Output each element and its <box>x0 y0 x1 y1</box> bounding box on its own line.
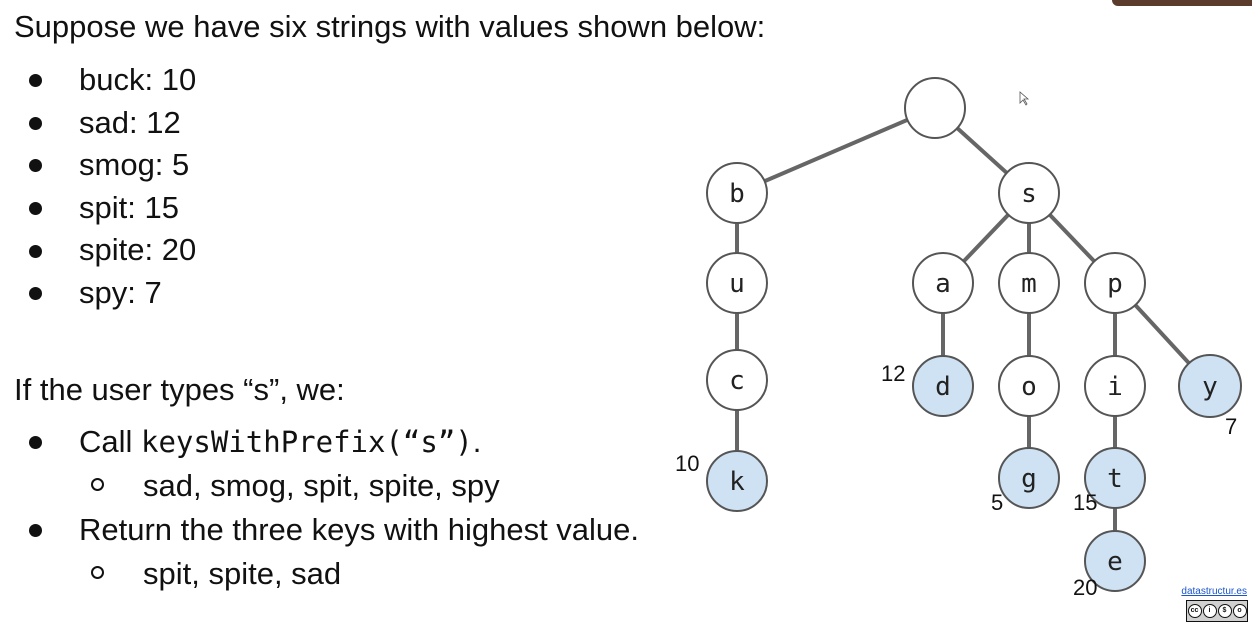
list-item: smog: 5 <box>0 144 196 187</box>
trie-node-u <box>706 252 768 314</box>
string-value-list: buck: 10 sad: 12 smog: 5 spit: 15 spite:… <box>0 59 196 315</box>
trie-node-char-s: s <box>1021 179 1037 209</box>
trie-node-k <box>706 450 768 512</box>
step-call-prefix: Call keysWithPrefix(“s”). <box>0 420 639 464</box>
trie-node-char-y: y <box>1202 372 1218 402</box>
return-result: spit, spite, sad <box>0 552 639 596</box>
trie-value-d: 12 <box>881 361 905 386</box>
trie-node-char-t: t <box>1107 464 1123 494</box>
webcam-thumbnail <box>1112 0 1252 6</box>
call-text: Call <box>79 424 142 459</box>
trie-node-s <box>998 162 1060 224</box>
call-suffix: . <box>472 424 482 459</box>
nc-icon: $ <box>1217 604 1232 618</box>
cc-icon: cc <box>1187 604 1202 618</box>
trie-node-char-p: p <box>1107 269 1123 299</box>
list-item: spit: 15 <box>0 187 196 230</box>
trie-node-d <box>912 355 974 417</box>
trie-node-char-g: g <box>1021 464 1037 494</box>
autocomplete-intro: If the user types “s”, we: <box>14 372 345 407</box>
call-result: sad, smog, spit, spite, spy <box>0 464 639 508</box>
mouse-cursor-icon <box>1019 91 1030 106</box>
trie-node-char-m: m <box>1021 269 1037 299</box>
trie-node-e <box>1084 530 1146 592</box>
trie-node-char-i: i <box>1107 372 1123 402</box>
trie-node-a <box>912 252 974 314</box>
trie-value-y: 7 <box>1225 414 1237 439</box>
trie-node-root <box>904 77 966 139</box>
step-return: Return the three keys with highest value… <box>0 508 639 552</box>
trie-node-m <box>998 252 1060 314</box>
trie-node-i <box>1084 355 1146 417</box>
call-code: keysWithPrefix(“s”) <box>141 425 473 459</box>
list-item: sad: 12 <box>0 102 196 145</box>
trie-node-p <box>1084 252 1146 314</box>
by-icon: i <box>1202 604 1217 618</box>
trie-edge-root-b <box>736 106 936 195</box>
trie-value-t: 15 <box>1073 490 1097 515</box>
cc-license-badge: cc i $ o <box>1186 600 1248 622</box>
autocomplete-steps: Call keysWithPrefix(“s”). sad, smog, spi… <box>0 420 639 596</box>
site-credit-link[interactable]: datastructur.es <box>1181 586 1247 597</box>
slide-heading: Suppose we have six strings with values … <box>14 9 766 44</box>
trie-value-k: 10 <box>675 451 699 476</box>
trie-node-g <box>998 447 1060 509</box>
trie-node-char-c: c <box>729 366 745 396</box>
trie-node-char-o: o <box>1021 372 1037 402</box>
trie-node-c <box>706 349 768 411</box>
trie-node-char-d: d <box>935 372 951 402</box>
trie-value-e: 20 <box>1073 575 1097 600</box>
sa-icon: o <box>1232 604 1247 618</box>
list-item: spite: 20 <box>0 229 196 272</box>
trie-node-char-a: a <box>935 269 951 299</box>
trie-node-o <box>998 355 1060 417</box>
trie-node-char-k: k <box>729 467 745 497</box>
list-item: buck: 10 <box>0 59 196 102</box>
trie-node-char-u: u <box>729 269 745 299</box>
trie-node-t <box>1084 447 1146 509</box>
trie-node-char-b: b <box>729 179 745 209</box>
trie-node-b <box>706 162 768 224</box>
trie-node-y <box>1178 354 1242 418</box>
trie-node-char-e: e <box>1107 547 1123 577</box>
list-item: spy: 7 <box>0 272 196 315</box>
trie-value-g: 5 <box>991 490 1003 515</box>
